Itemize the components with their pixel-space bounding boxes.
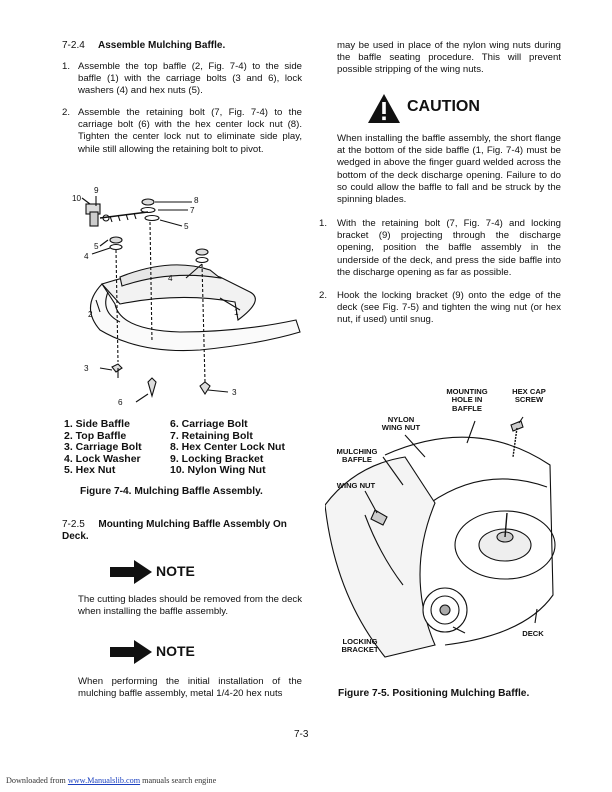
arrow-right-icon: [110, 560, 152, 584]
callout: 3: [232, 388, 237, 397]
section-heading-7-2-4: 7-2.4 Assemble Mulching Baffle.: [62, 40, 225, 52]
callout: 2: [88, 310, 93, 319]
download-footer: Downloaded from www.Manualslib.com manua…: [6, 776, 216, 785]
manualslib-link[interactable]: www.Manualslib.com: [67, 776, 141, 785]
figure-7-5-caption: Figure 7-5. Positioning Mulching Baffle.: [338, 688, 530, 699]
legend-item: 4. Lock Washer: [64, 452, 141, 465]
legend-item: 7. Retaining Bolt: [170, 429, 253, 442]
label-locking-bracket: LOCKING BRACKET: [341, 637, 379, 655]
callout: 1: [234, 308, 239, 317]
footer-prefix: Downloaded from: [6, 776, 66, 785]
label-mounting-hole: MOUNTING HOLE IN BAFFLE: [446, 387, 488, 413]
callout: 4: [168, 274, 173, 283]
step-text: With the retaining bolt (7, Fig. 7-4) an…: [337, 218, 561, 278]
step-number: 2.: [62, 107, 71, 118]
caution-text: When installing the baffle assembly, the…: [337, 133, 561, 206]
callout: 9: [94, 186, 99, 195]
section-title: Assemble Mulching Baffle.: [98, 40, 226, 51]
label-hex-cap-screw: HEX CAP SCREW: [512, 387, 546, 405]
section-heading-7-2-5: 7-2.5 Mounting Mulching Baffle Assembly …: [62, 519, 302, 543]
caution-label: CAUTION: [407, 98, 480, 115]
note-2-text: When performing the initial installation…: [78, 676, 302, 700]
callout: 5: [184, 222, 189, 231]
legend-item: 8. Hex Center Lock Nut: [170, 441, 285, 454]
section-number: 7-2.4: [62, 40, 85, 51]
section-title: Mounting Mulching Baffle Assembly On Dec…: [62, 519, 287, 542]
footer-suffix: manuals search engine: [142, 776, 217, 785]
arrow-right-icon: [110, 640, 152, 664]
step-text: Assemble the top baffle (2, Fig. 7-4) to…: [78, 61, 302, 97]
page-number: 7-3: [294, 729, 309, 740]
callout: 6: [118, 398, 123, 407]
callout: 7: [190, 206, 195, 215]
section-number: 7-2.5: [62, 519, 85, 530]
legend-item: 1. Side Baffle: [64, 418, 130, 430]
mulching-baffle-assembly-diagram: [81, 196, 301, 403]
label-deck: DECK: [522, 629, 544, 638]
step-number: 2.: [319, 290, 328, 301]
step-text: Assemble the retaining bolt (7, Fig. 7-4…: [78, 107, 302, 155]
callout: 8: [194, 196, 199, 205]
warning-triangle-icon: [368, 94, 400, 123]
step-text: Hook the locking bracket (9) onto the ed…: [337, 290, 561, 326]
caution-callout: CAUTION: [367, 91, 517, 127]
legend-item: 9. Locking Bracket: [170, 452, 264, 465]
callout: 10: [72, 194, 82, 203]
figure-7-4-caption: Figure 7-4. Mulching Baffle Assembly.: [80, 486, 263, 497]
legend-item: 6. Carriage Bolt: [170, 418, 248, 430]
step-number: 1.: [319, 218, 328, 229]
legend-item: 2. Top Baffle: [64, 429, 127, 442]
legend-item: 5. Hex Nut: [64, 464, 116, 477]
callout: 4: [84, 252, 89, 261]
label-wing-nut: WING NUT: [336, 481, 376, 490]
legend-item: 3. Carriage Bolt: [64, 441, 142, 454]
step-number: 1.: [62, 61, 71, 72]
note-label: NOTE: [156, 563, 195, 579]
positioning-mulching-baffle-diagram: [325, 416, 556, 658]
note-1-text: The cutting blades should be removed fro…: [78, 594, 302, 618]
label-nylon-wing-nut: NYLON WING NUT: [381, 415, 421, 433]
legend-column-1: 1. Side Baffle 2. Top Baffle 3. Carriage…: [64, 418, 174, 477]
legend-column-2: 6. Carriage Bolt 7. Retaining Bolt 8. He…: [170, 418, 310, 477]
legend-item: 10. Nylon Wing Nut: [170, 464, 266, 477]
note-label: NOTE: [156, 643, 195, 659]
callout: 3: [84, 364, 89, 373]
label-mulching-baffle: MULCHING BAFFLE: [336, 447, 378, 465]
continued-text: may be used in place of the nylon wing n…: [337, 40, 561, 76]
callout: 5: [94, 242, 99, 251]
